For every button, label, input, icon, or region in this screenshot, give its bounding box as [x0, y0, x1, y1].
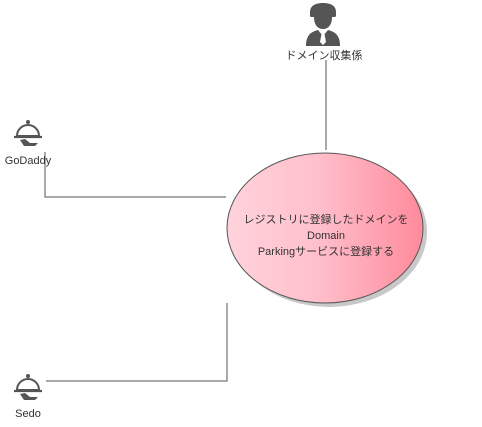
service-bell-icon [14, 120, 42, 146]
usecase-label-line1: レジストリに登録したドメインをDomain [243, 214, 409, 242]
actor-label-godaddy: GoDaddy [4, 155, 52, 167]
usecase-label-line2: Parkingサービスに登録する [257, 246, 395, 258]
person-icon [306, 3, 340, 46]
actor-label-collector: ドメイン収集係 [285, 50, 363, 62]
connector-sedo [46, 303, 228, 382]
service-bell-icon [14, 374, 42, 400]
usecase-label: レジストリに登録したドメインをDomain Parkingサービスに登録する [228, 212, 424, 260]
actor-label-sedo: Sedo [15, 408, 41, 420]
connector-godaddy [44, 152, 226, 198]
usecase-ellipse[interactable] [226, 152, 424, 304]
